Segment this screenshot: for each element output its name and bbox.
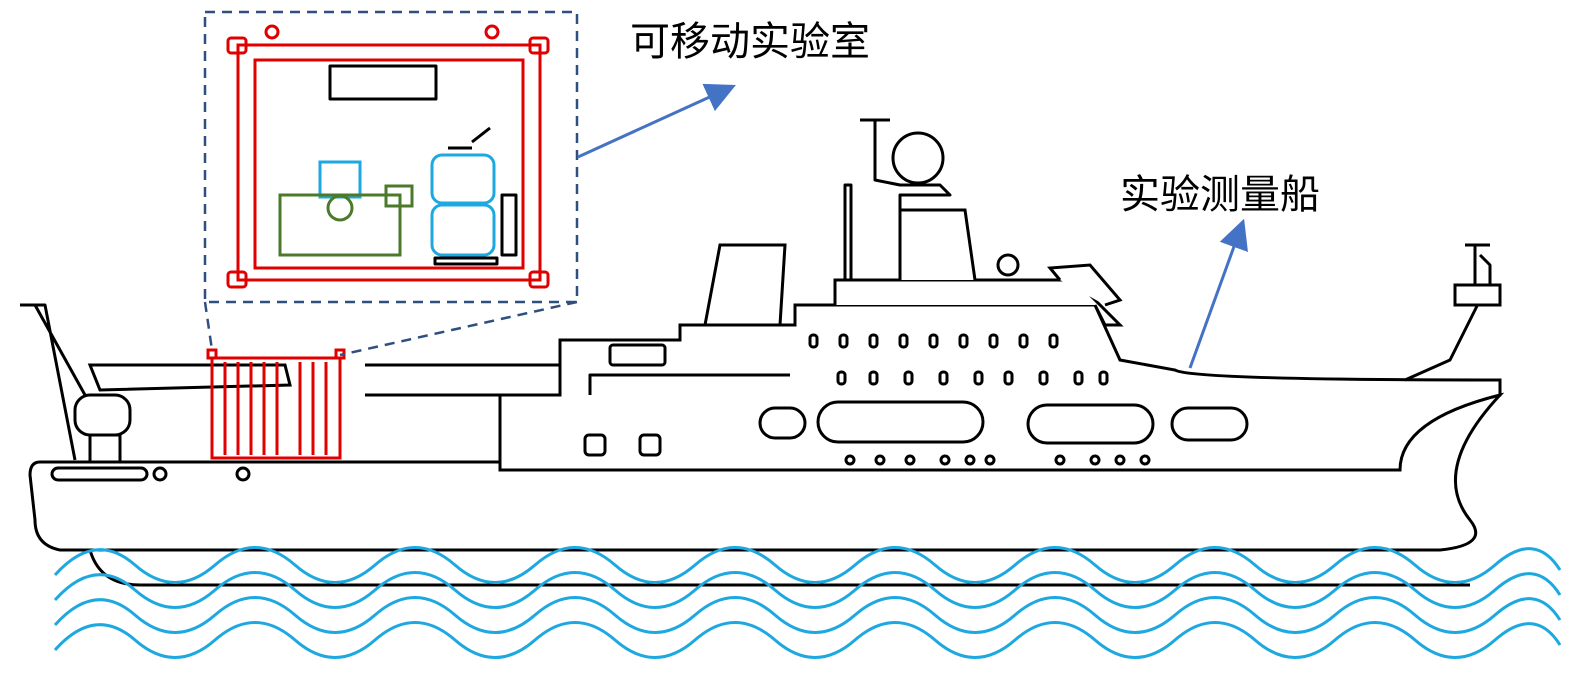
mobile-lab-callout bbox=[203, 10, 579, 357]
survey-ship-label: 实验测量船 bbox=[1120, 172, 1320, 218]
mobile-lab-container bbox=[206, 348, 346, 460]
mobile-lab-arrow bbox=[577, 83, 736, 159]
sea-waves bbox=[53, 546, 1562, 659]
portholes bbox=[583, 333, 1249, 466]
stern-crane bbox=[20, 303, 292, 464]
mobile-lab-label: 可移动实验室 bbox=[630, 19, 870, 65]
survey-ship-arrow bbox=[1188, 218, 1248, 369]
ship-superstructure bbox=[365, 118, 1502, 472]
